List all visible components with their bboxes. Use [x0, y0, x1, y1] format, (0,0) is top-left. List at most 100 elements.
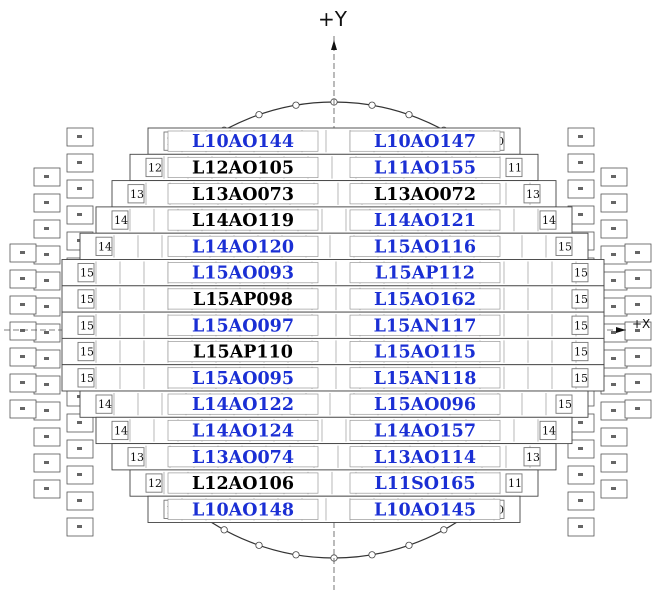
module-mark — [44, 383, 49, 386]
module-mark — [578, 421, 583, 424]
module-mark — [20, 407, 25, 410]
ccd-label-left: L15AP110 — [193, 343, 293, 363]
module-mark — [20, 251, 25, 254]
module-mark — [77, 499, 82, 502]
ccd-label-right: L11AO155 — [374, 158, 476, 178]
ccd-row-band — [95, 416, 573, 445]
bolt-marker — [405, 111, 413, 119]
module-mark — [44, 331, 49, 334]
ccd-box-right — [349, 262, 501, 284]
ccd-box-left — [167, 498, 319, 520]
module-mark — [77, 395, 82, 398]
row-number-box — [571, 263, 589, 283]
ccd-box-right — [349, 235, 501, 257]
ccd-row-band — [61, 364, 605, 392]
row-number-right: 13 — [526, 188, 540, 201]
row-number-left: 13 — [130, 451, 144, 464]
row-number-right: 11 — [508, 161, 522, 174]
module-mark — [44, 279, 49, 282]
row-number-box — [571, 315, 589, 335]
module-mark — [77, 213, 82, 216]
module-mark — [578, 447, 583, 450]
ccd-box-right — [349, 156, 501, 178]
bolt-marker — [255, 541, 263, 549]
ccd-box-left — [167, 419, 319, 441]
row-number-left: 12 — [148, 477, 162, 490]
module-mark — [635, 303, 640, 306]
row-number-right: 11 — [508, 477, 522, 490]
module-mark — [44, 357, 49, 360]
module-mark — [20, 277, 25, 280]
row-number-right: 14 — [542, 214, 556, 227]
row-number-left: 14 — [114, 424, 128, 437]
ccd-box-left — [167, 183, 319, 205]
row-number-box — [571, 341, 589, 362]
ccd-box-left — [167, 156, 319, 178]
row-number-left: 15 — [80, 319, 94, 332]
ccd-label-left: L14AO124 — [192, 421, 294, 441]
x-axis-arrow — [616, 327, 626, 333]
ccd-box-left — [167, 288, 319, 310]
module-mark — [20, 355, 25, 358]
row-number-box — [127, 184, 145, 204]
module-mark — [44, 487, 49, 490]
row-number-right: 13 — [526, 451, 540, 464]
ccd-label-right: L14AO121 — [374, 211, 476, 231]
ccd-label-left: L12AO106 — [192, 474, 294, 494]
row-number-box — [111, 420, 129, 441]
module-mark — [635, 355, 640, 358]
row-number-box — [145, 157, 163, 178]
row-number-right: 14 — [542, 424, 556, 437]
module-mark — [44, 409, 49, 412]
module-mark — [77, 135, 82, 138]
row-number-box — [145, 473, 163, 493]
ccd-label-left: L12AO105 — [192, 158, 294, 178]
row-number-box — [95, 236, 113, 256]
row-number-left: 15 — [80, 293, 94, 306]
ccd-row-band — [95, 206, 573, 234]
ccd-box-right — [349, 498, 501, 520]
ccd-label-right: L15AP112 — [375, 264, 475, 284]
module-mark — [635, 277, 640, 280]
bolt-marker — [368, 101, 376, 109]
ccd-box-left — [167, 393, 319, 415]
bolt-marker — [292, 101, 300, 109]
module-mark — [77, 473, 82, 476]
module-mark — [578, 525, 583, 528]
ccd-label-left: L14AO120 — [192, 237, 294, 257]
row-number-left: 14 — [98, 398, 112, 411]
module-mark — [578, 499, 583, 502]
row-number-box — [539, 420, 557, 441]
module-mark — [77, 239, 82, 242]
row-number-right: 15 — [574, 267, 588, 280]
row-number-left: 12 — [148, 161, 162, 174]
module-mark — [611, 175, 616, 178]
row-number-box — [555, 236, 573, 256]
ccd-box-left — [167, 472, 319, 494]
module-mark — [611, 305, 616, 308]
row-number-left: 15 — [80, 346, 94, 359]
ccd-label-left: L10AO144 — [192, 132, 294, 152]
row-number-box — [111, 210, 129, 230]
module-mark — [578, 187, 583, 190]
row-number-box — [77, 263, 95, 283]
ccd-label-right: L15AN117 — [374, 316, 477, 336]
bolt-marker — [255, 111, 263, 119]
row-number-left: 14 — [114, 214, 128, 227]
ccd-label-left: L10AO148 — [192, 500, 294, 520]
module-mark — [611, 279, 616, 282]
y-axis-label: +Y — [318, 7, 348, 31]
ccd-box-left — [167, 130, 319, 152]
module-mark — [20, 303, 25, 306]
bolt-marker — [220, 526, 228, 534]
row-number-left: 13 — [130, 188, 144, 201]
ccd-label-right: L15AO115 — [374, 343, 476, 363]
module-mark — [77, 161, 82, 164]
ccd-row-band — [61, 311, 605, 339]
module-mark — [611, 461, 616, 464]
module-mark — [44, 435, 49, 438]
ccd-label-left: L15AO097 — [192, 316, 294, 336]
module-mark — [44, 305, 49, 308]
ccd-box-left — [167, 314, 319, 336]
